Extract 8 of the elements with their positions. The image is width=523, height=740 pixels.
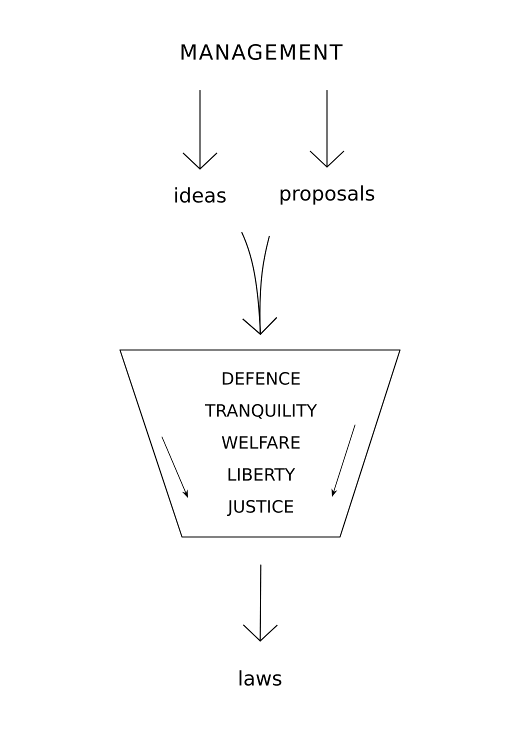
node-label: MANAGEMENT — [182, 44, 343, 60]
node-label: ideas — [175, 187, 226, 203]
funnel-box: DEFENCE TRANQUILITY WELFARE LIBERTY JUSTICE — [119, 349, 401, 538]
node-label: proposals — [280, 185, 374, 205]
arrow — [182, 90, 218, 170]
arrow — [242, 564, 278, 642]
arrow — [310, 90, 344, 168]
node-label: laws — [240, 670, 282, 686]
